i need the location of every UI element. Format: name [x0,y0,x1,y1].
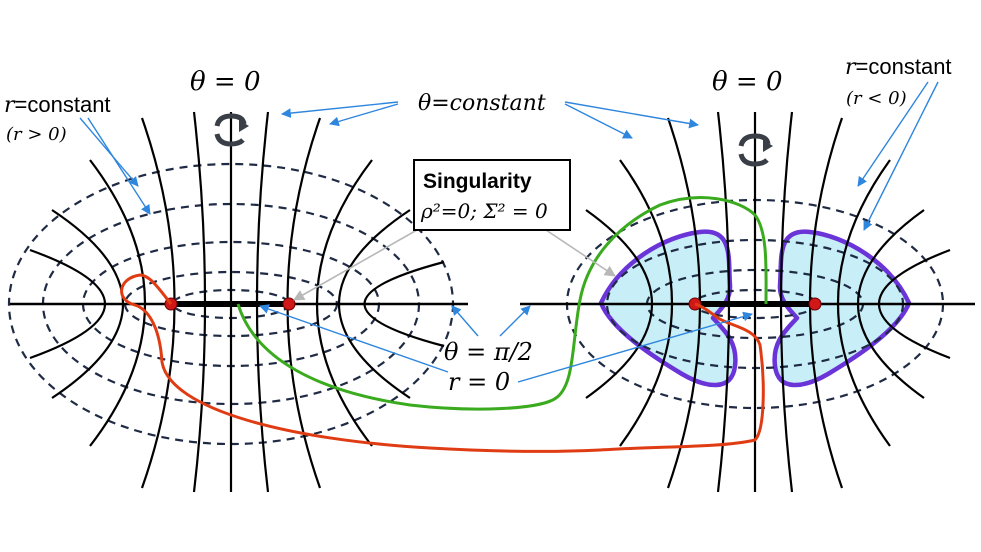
theta-zero-right-label: θ = 0 [712,67,783,97]
rotation-arrow-icon [214,113,249,147]
red-path [120,273,765,453]
theta-zero-left-label: θ = 0 [190,67,261,97]
singularity-box: Singularity ρ²=0; Σ² = 0 [413,159,571,231]
r-constant-left-math: r [4,93,16,118]
right-panel [520,111,975,493]
r-constant-right-label: r=constant [845,54,952,80]
r-constant-left-label: r=constant [4,92,111,118]
singularity-title: Singularity [423,170,532,193]
theta-constant-label: θ=constant [418,91,546,116]
left-ring-singularity-point-2 [282,297,296,311]
rotation-arrow-icon [738,133,773,167]
green-path [236,196,768,411]
r-negative-label: (r < 0) [846,88,907,109]
right-shaded-region [598,229,912,388]
r-zero-label: r = 0 [448,368,510,396]
singularity-equation: ρ²=0; Σ² = 0 [420,199,548,223]
r-constant-right-text: =constant [856,54,952,79]
r-constant-left-text: =constant [15,92,111,117]
annotation-arrows [79,81,939,383]
r-constant-right-math: r [845,55,857,80]
left-panel [7,111,468,493]
right-ring-singularity-point-2 [808,297,822,311]
theta-pi-over-2-label: θ = π/2 [444,338,533,366]
singularity-pointers [293,225,616,301]
r-positive-label: (r > 0) [6,124,67,145]
